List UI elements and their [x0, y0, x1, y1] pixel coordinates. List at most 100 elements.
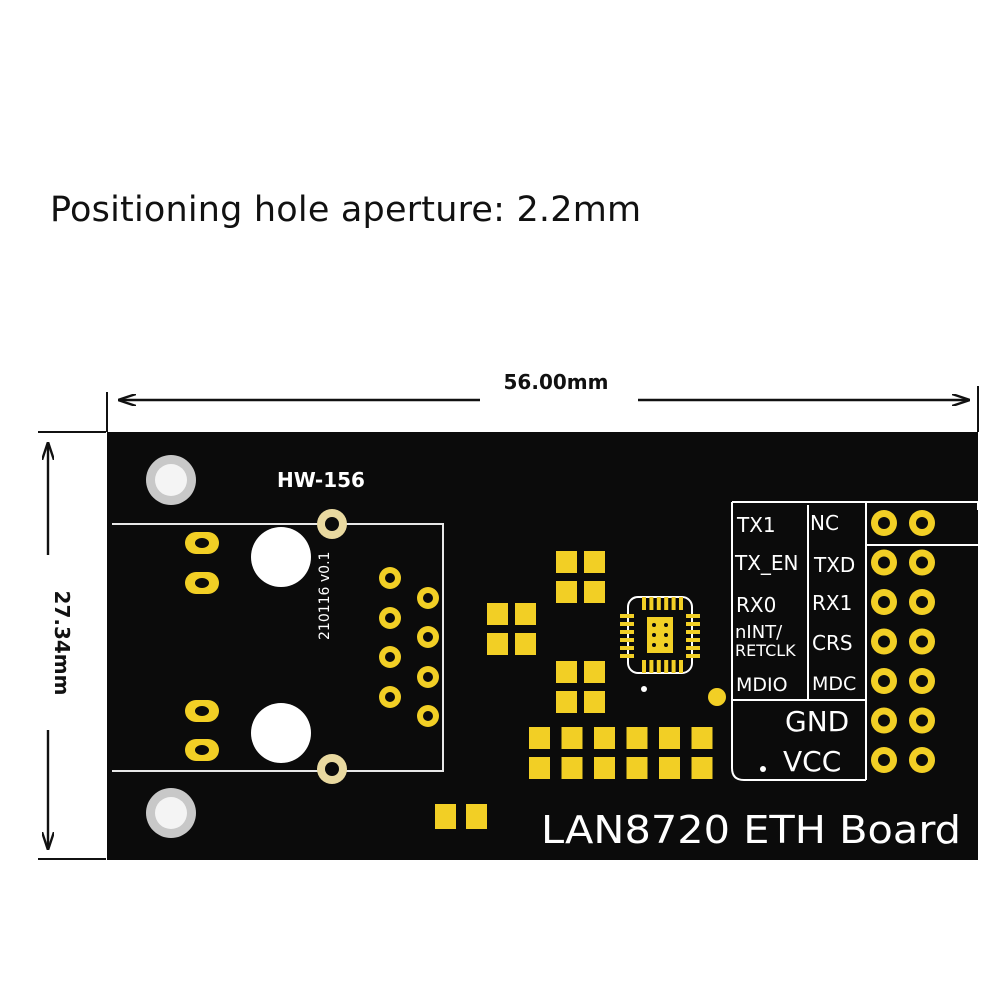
chip-lead [620, 638, 634, 642]
pin-label-retclk: RETCLK [735, 641, 796, 660]
pin-label-crs: CRS [812, 631, 853, 655]
smd-pad [556, 691, 577, 713]
pin-label-block: TX1 NC TX_EN TXD RX0 RX1 nINT/ RETCLK CR… [731, 501, 979, 781]
thermal-via [664, 623, 668, 627]
rj45-led-pad [185, 700, 219, 722]
header-pin [871, 510, 897, 536]
smd-pad [594, 757, 615, 779]
board-title: LAN8720 ETH Board [541, 808, 961, 852]
smd-pad [584, 691, 605, 713]
rj45-signal-pad [417, 626, 439, 648]
rj45-led-pad [185, 739, 219, 761]
thermal-via [652, 623, 656, 627]
thermal-via [652, 633, 656, 637]
pin-label-rx0: RX0 [736, 593, 776, 617]
smd-pad [487, 603, 508, 625]
smd-pad [584, 581, 605, 603]
smd-pad [435, 804, 456, 829]
rj45-alignment-holes [251, 527, 311, 763]
smd-pad [529, 727, 550, 749]
smd-pad [515, 633, 536, 655]
smd-pad [466, 804, 487, 829]
rj45-led-pad [185, 532, 219, 554]
smd-pads [435, 551, 713, 829]
header-pin [909, 747, 935, 773]
smd-pad [487, 633, 508, 655]
thermal-via [664, 643, 668, 647]
mounting-hole-top [146, 455, 196, 505]
pin-label-nc: NC [810, 511, 839, 535]
chip-lead [656, 660, 661, 673]
width-dimension: 56.00mm [106, 370, 979, 432]
smd-pad [556, 581, 577, 603]
smd-pad [594, 727, 615, 749]
header-pin [909, 668, 935, 694]
rj45-signal-pad [417, 587, 439, 609]
smd-pad [556, 661, 577, 683]
chip-lead [671, 597, 676, 610]
rj45-signal-pad [417, 666, 439, 688]
smd-pad [659, 727, 680, 749]
smd-pad [626, 727, 648, 749]
pin-label-gnd: GND [785, 705, 849, 738]
chip-lead [686, 614, 700, 618]
chip-lead [620, 646, 634, 650]
pcb-board [107, 432, 978, 860]
chip-lead [642, 660, 646, 673]
chip-lead [671, 660, 676, 673]
pin-label-txd: TXD [813, 553, 855, 577]
header-pin [871, 549, 897, 576]
rj45-signal-pad [379, 567, 401, 589]
header-pin [909, 510, 935, 536]
lan8720-chip [620, 596, 700, 692]
rj45-led-pad [185, 572, 219, 594]
revision-label: 210116 v0.1 [317, 552, 333, 640]
mounting-hole-bottom [146, 788, 196, 838]
header-pin [871, 707, 897, 734]
model-label: HW-156 [277, 468, 365, 492]
chip-lead [649, 660, 654, 673]
chip-leads [620, 597, 700, 673]
rj45-signal-pad [379, 686, 401, 708]
chip-lead [686, 654, 700, 658]
pin-label-vcc: VCC [783, 745, 841, 778]
chip-lead [620, 630, 634, 634]
rj45-shield-pads [317, 509, 347, 784]
thermal-via [652, 643, 656, 647]
height-dimension: 27.34mm [38, 431, 106, 860]
smd-pad [556, 551, 577, 573]
header-pin-grid [871, 510, 935, 773]
chip-pin1-marker [641, 686, 647, 692]
chip-lead [620, 654, 634, 658]
header-pin [871, 747, 897, 773]
chip-lead [679, 597, 683, 610]
smd-pad [659, 757, 680, 779]
chip-lead [664, 660, 669, 673]
pin-label-nint: nINT/ [735, 622, 783, 643]
pin-label-tx1: TX1 [736, 513, 776, 537]
chip-lead [679, 660, 683, 673]
chip-lead [664, 597, 669, 610]
smd-pad [626, 757, 648, 779]
chip-lead [649, 597, 654, 610]
header-pin [871, 668, 897, 694]
thermal-via [664, 633, 668, 637]
pin-label-rx1: RX1 [812, 591, 852, 615]
smd-pad [561, 727, 583, 749]
pin-label-mdio: MDIO [736, 674, 788, 696]
header-pin [871, 628, 897, 655]
smd-pad [529, 757, 550, 779]
header-pin [909, 628, 935, 655]
test-point [708, 688, 726, 706]
chip-lead [620, 614, 634, 618]
pin-label-tx-en: TX_EN [734, 551, 799, 575]
chip-lead [642, 597, 646, 610]
height-label: 27.34mm [50, 591, 74, 696]
smd-pad [584, 551, 605, 573]
pin-label-mdc: MDC [812, 673, 856, 695]
chip-lead [686, 622, 700, 626]
chip-lead [686, 638, 700, 642]
pin1-dot [760, 766, 766, 772]
smd-pad [691, 727, 713, 749]
